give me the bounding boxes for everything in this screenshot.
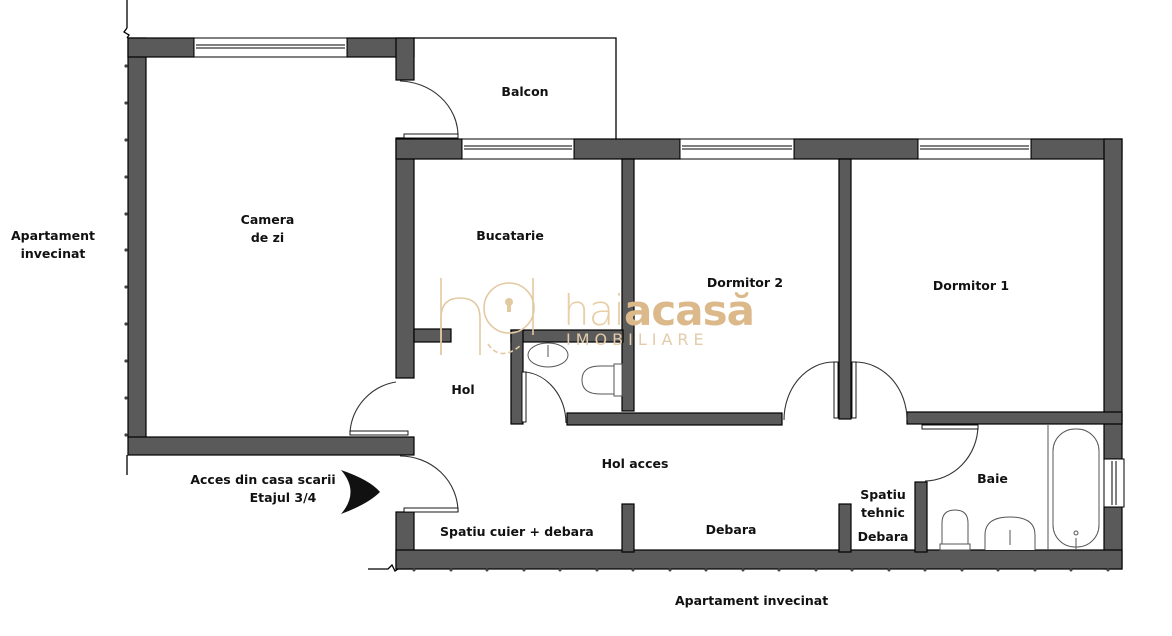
- doors: [349, 80, 979, 513]
- room-label-storage-small: Debara: [857, 529, 909, 544]
- room-label-bathroom: Baie: [977, 471, 1008, 486]
- annotation-neighbor-left: Apartament invecinat: [10, 227, 96, 263]
- windows: [193, 37, 1125, 508]
- room-label-technical-space: Spatiu tehnic: [856, 486, 910, 522]
- room-label-living-line1: Camera: [240, 212, 295, 227]
- room-label-living-line2: de zi: [250, 230, 285, 245]
- watermark-brand: haiacasă: [563, 286, 755, 335]
- room-label-bedroom-2: Dormitor 2: [706, 275, 784, 290]
- bathroom-fixtures: [527, 342, 1100, 551]
- room-label-balcony: Balcon: [501, 84, 549, 99]
- balcony-outline: [414, 37, 617, 139]
- watermark-brand-light: hai: [563, 286, 625, 335]
- room-label-kitchen: Bucatarie: [476, 228, 544, 243]
- watermark-monogram: [440, 278, 535, 355]
- annotation-neighbor-bottom: Apartament invecinat: [675, 593, 829, 608]
- room-label-bedroom-1: Dormitor 1: [932, 278, 1010, 293]
- room-label-hall: Hol: [451, 382, 475, 397]
- annotation-access-line1: Acces din casa scarii: [190, 472, 336, 487]
- annotation-neighbor-left-line1: Apartament: [10, 228, 95, 243]
- room-label-cloak-storage: Spatiu cuier + debara: [440, 524, 594, 539]
- annotation-access-line2: Etajul 3/4: [249, 490, 317, 505]
- entry-arrow-icon: [341, 470, 380, 514]
- neighbor-boundary-left: [123, 0, 130, 475]
- watermark-brand-bold: acasă: [624, 286, 755, 335]
- room-label-technical-line2: tehnic: [861, 505, 905, 520]
- neighbor-wall-marks: [124, 64, 1110, 572]
- room-label-storage: Debara: [705, 522, 757, 537]
- room-label-entry-hall: Hol acces: [601, 456, 669, 471]
- watermark-subtitle: IMOBILIARE: [566, 330, 709, 349]
- room-label-living: Camera de zi: [230, 211, 305, 247]
- room-label-technical-line1: Spatiu: [860, 487, 906, 502]
- walls: [127, 37, 1123, 570]
- annotation-neighbor-left-line2: invecinat: [20, 246, 86, 261]
- annotation-access: Acces din casa scarii Etajul 3/4: [188, 471, 338, 507]
